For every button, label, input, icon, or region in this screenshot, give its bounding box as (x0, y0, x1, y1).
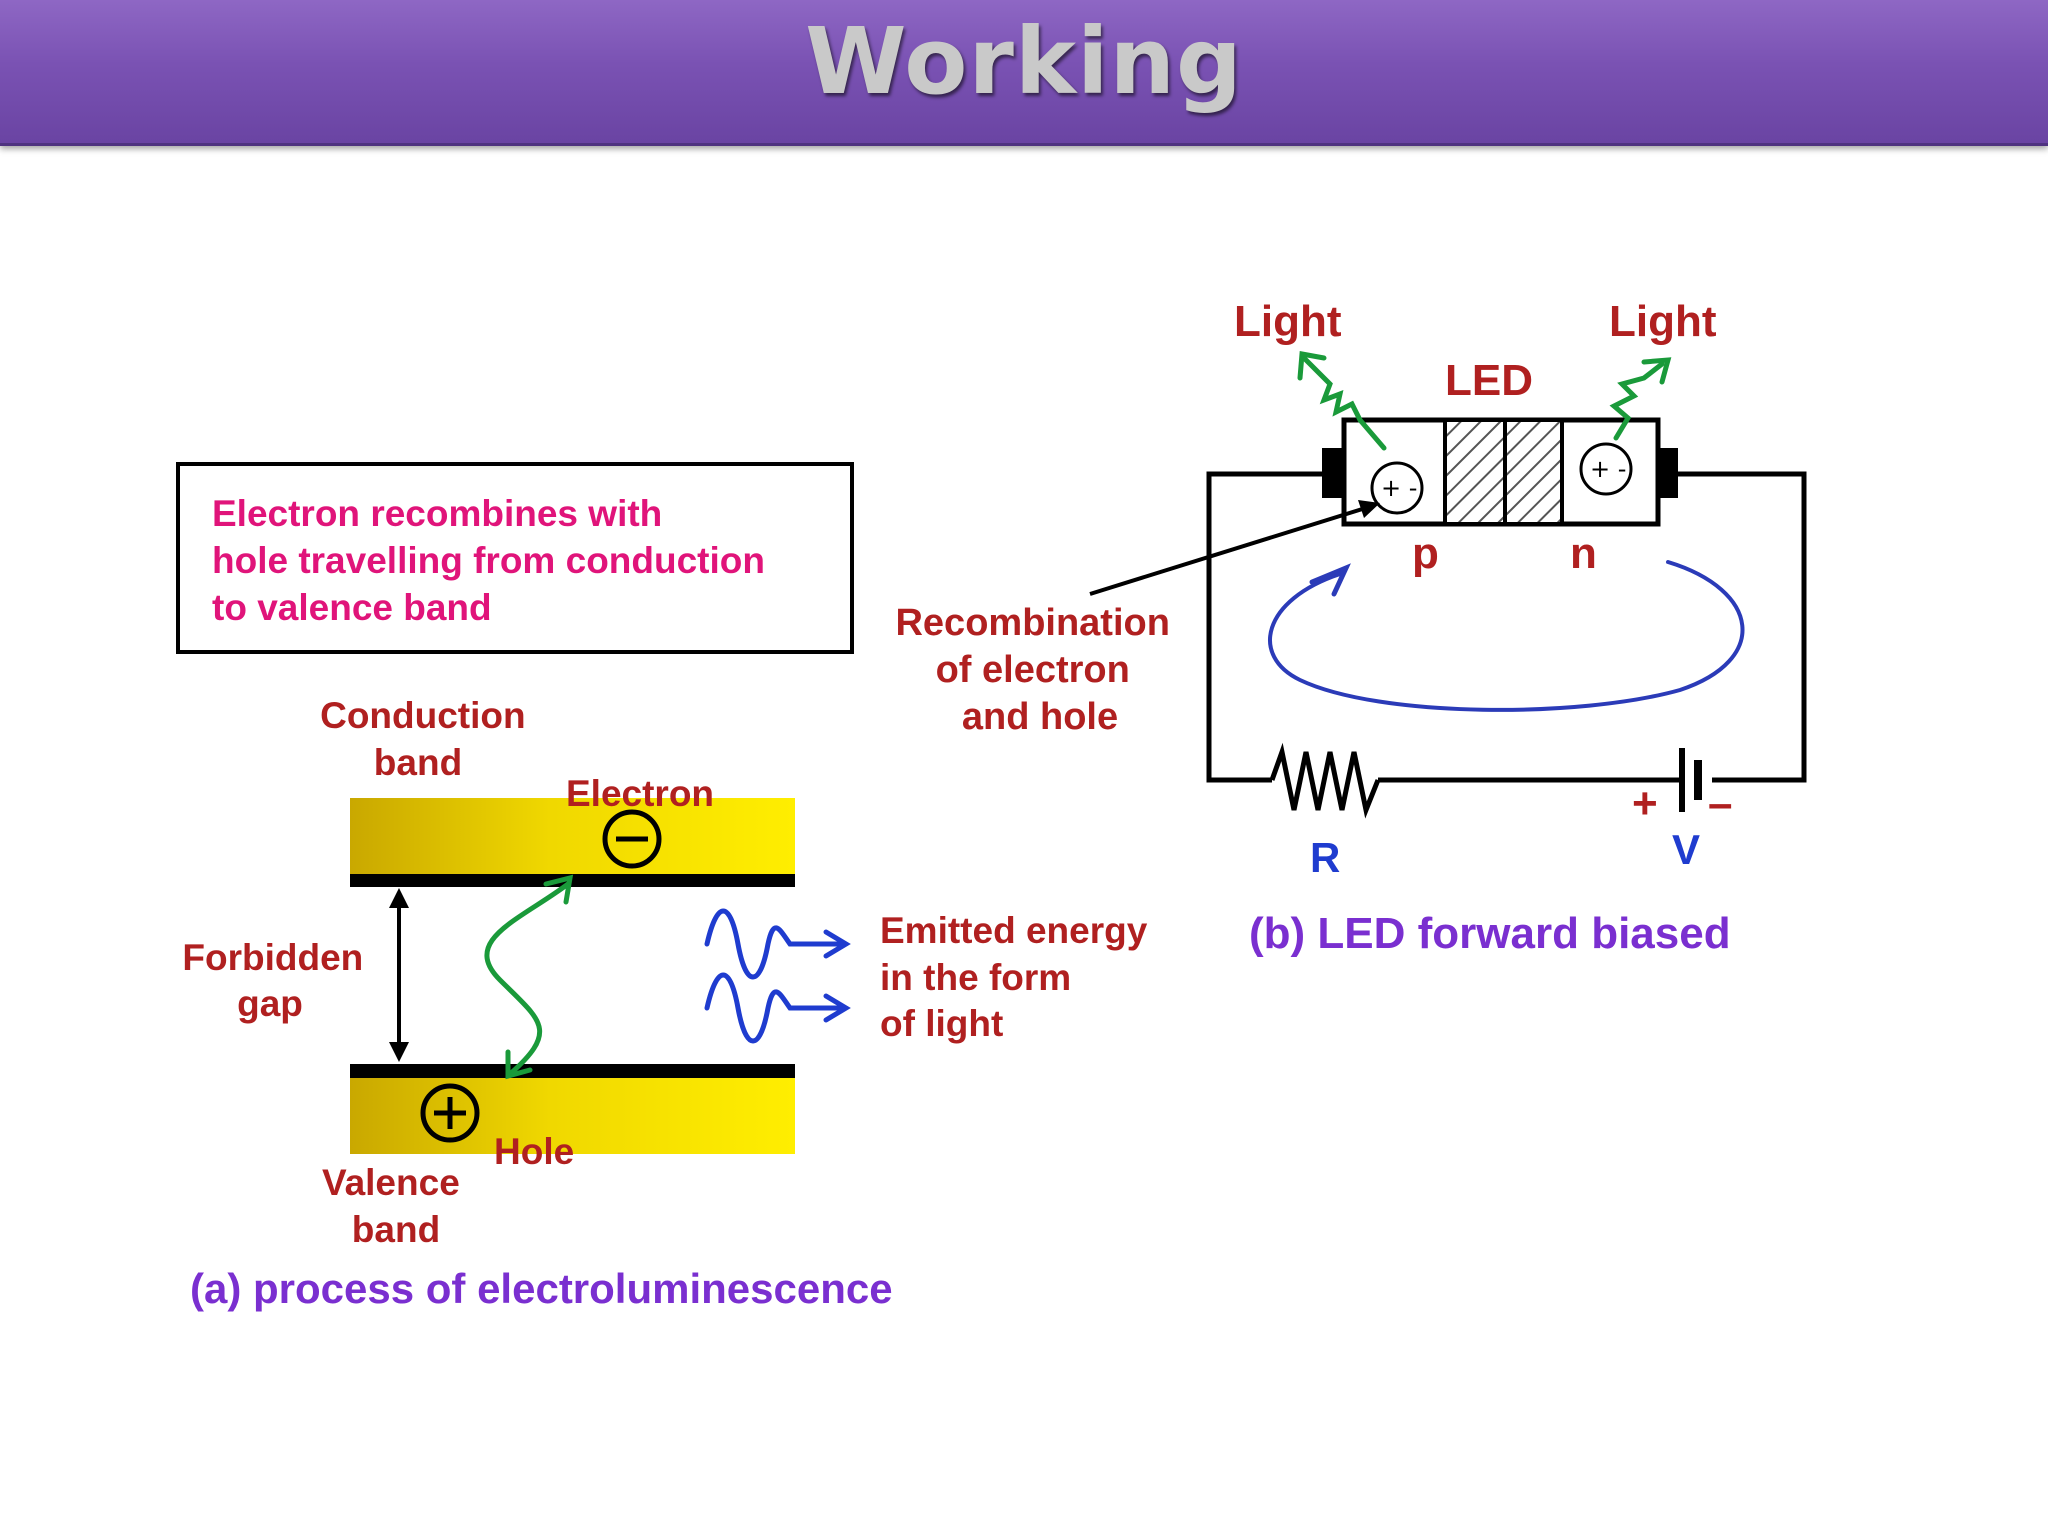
conduction-band-edge (350, 874, 795, 887)
current-loop (1268, 560, 1745, 712)
title-bar: Working (0, 0, 2048, 146)
led-terminal-right (1658, 448, 1678, 498)
note-line-3: to valence band (212, 587, 492, 628)
battery-plus: + (1632, 779, 1658, 828)
depletion-region-1 (1443, 418, 1507, 526)
recombination-arrow (484, 874, 574, 1080)
light-wave-1 (704, 908, 851, 980)
voltage-label: V (1672, 826, 1700, 873)
light-left-label: Light (1234, 297, 1342, 346)
forbidden-gap-label: Forbidden gap (182, 937, 373, 1024)
forbidden-gap-arrow (389, 888, 409, 1062)
led-label: LED (1445, 356, 1533, 405)
panel-a: Electron recombines with hole travelling… (176, 462, 1158, 1312)
recombination-pointer (1089, 504, 1373, 596)
depletion-region-2 (1503, 418, 1564, 526)
caption-b: (b) LED forward biased (1249, 909, 1731, 958)
battery (1679, 748, 1702, 812)
p-label: p (1412, 529, 1439, 578)
light-arrow-left (1297, 351, 1387, 451)
electron-label: Electron (566, 773, 714, 814)
conduction-band-label: Conduction band (320, 695, 536, 783)
pair-icon-left: + - (1370, 461, 1424, 515)
recombination-pointer-head (1358, 500, 1380, 518)
light-arrow-right (1609, 357, 1672, 441)
panel-b: Light Light LED R + – V + - (895, 297, 1807, 958)
electron-icon (602, 809, 662, 869)
hole-icon (420, 1083, 480, 1143)
valence-band-edge (350, 1064, 795, 1078)
resistor-label: R (1310, 834, 1340, 881)
note-text: Electron recombines with hole travelling… (212, 493, 775, 628)
light-right-label: Light (1609, 297, 1717, 346)
resistor (1269, 742, 1381, 819)
n-label: n (1570, 529, 1597, 578)
led-terminal-left (1322, 448, 1344, 498)
hole-label: Hole (494, 1131, 574, 1172)
valence-band-label: Valence band (322, 1162, 470, 1250)
note-line-1: Electron recombines with (212, 493, 662, 534)
light-wave-2 (704, 972, 851, 1044)
emitted-energy-label: Emitted energy in the form of light (880, 910, 1158, 1044)
circuit-wire (1206, 471, 1807, 783)
slide-title: Working (805, 8, 1243, 115)
caption-a: (a) process of electroluminescence (190, 1265, 893, 1312)
svg-text:+ -: + - (1381, 474, 1417, 502)
note-box (176, 462, 854, 654)
pair-icon-right: + - (1579, 442, 1633, 496)
recombination-label: Recombination of electron and hole (895, 602, 1180, 738)
svg-text:+ -: + - (1590, 455, 1626, 483)
conduction-band (350, 798, 795, 874)
note-line-2: hole travelling from conduction (212, 540, 765, 581)
battery-minus: – (1708, 779, 1732, 828)
